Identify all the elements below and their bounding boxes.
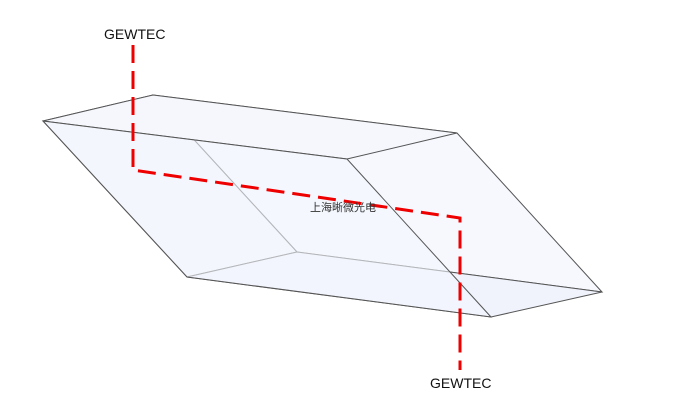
beam-label-top: GEWTEC	[104, 26, 166, 42]
light-beam-path	[131, 45, 462, 370]
watermark-text: 上海晰微光电	[310, 201, 376, 214]
prism-front-face	[41, 120, 493, 318]
beam-label-bottom: GEWTEC	[430, 375, 492, 391]
rhomboid-prism	[41, 94, 604, 318]
